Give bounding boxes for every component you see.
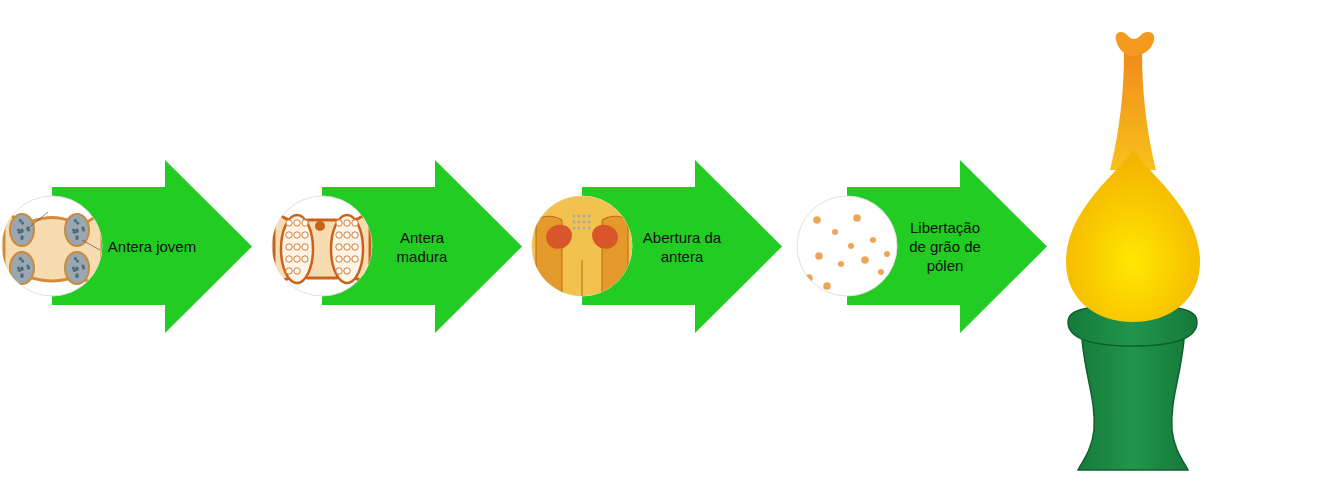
step-arrow: Libertação de grão de pólen — [847, 160, 1047, 333]
step-label: Abertura da antera — [637, 228, 727, 266]
step-label: Libertação de grão de pólen — [905, 218, 985, 275]
circle-illustration — [274, 210, 370, 288]
circle-illustration — [4, 208, 102, 290]
arrow-shape — [322, 160, 522, 333]
arrow-shape — [582, 160, 782, 333]
step-label: Antera madura — [377, 228, 467, 266]
circle-illustration — [805, 214, 890, 290]
step-arrow: Abertura da antera — [582, 160, 782, 333]
circle-illustration — [532, 196, 632, 296]
step-label: Antera jovem — [107, 237, 197, 256]
step-arrow: Antera jovem — [52, 160, 252, 333]
step-arrow: Antera madura — [322, 160, 522, 333]
